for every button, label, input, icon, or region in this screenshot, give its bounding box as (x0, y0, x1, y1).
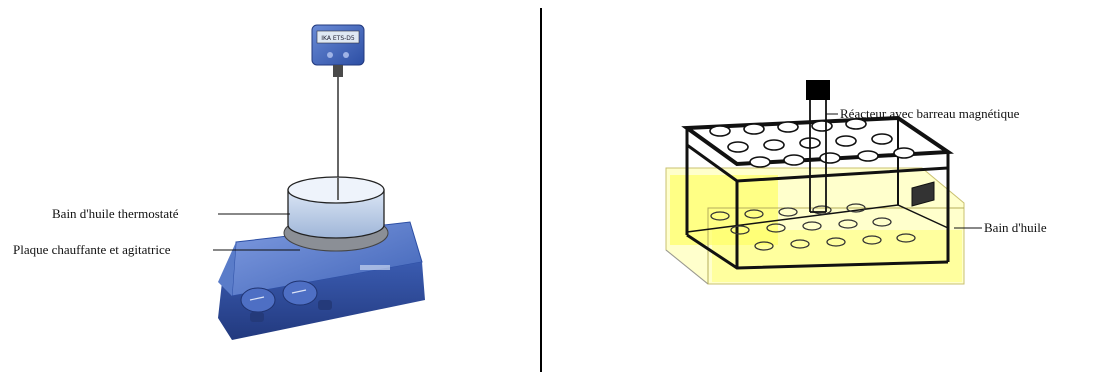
right-figure: Réacteur avec barreau magnétique Bain d'… (542, 0, 1096, 372)
reactor-cap (806, 80, 830, 100)
thermometer: IKA ETS-D5 (312, 25, 364, 178)
knob-left (241, 288, 275, 312)
reactor-rack-sketch (542, 0, 1096, 372)
knob-right (283, 281, 317, 305)
hot-plate-illustration: IKA ETS-D5 (0, 0, 540, 372)
label-reactor: Réacteur avec barreau magnétique (840, 106, 1019, 121)
label-oil-bath-thermostat: Bain d'huile thermostaté (52, 206, 179, 221)
thermometer-display-text: IKA ETS-D5 (321, 35, 355, 42)
oil-bath-dish (288, 177, 384, 238)
left-figure: IKA ETS-D5 (0, 0, 540, 372)
label-oil-bath: Bain d'huile (984, 220, 1047, 235)
label-hot-plate: Plaque chauffante et agitatrice (13, 242, 171, 257)
